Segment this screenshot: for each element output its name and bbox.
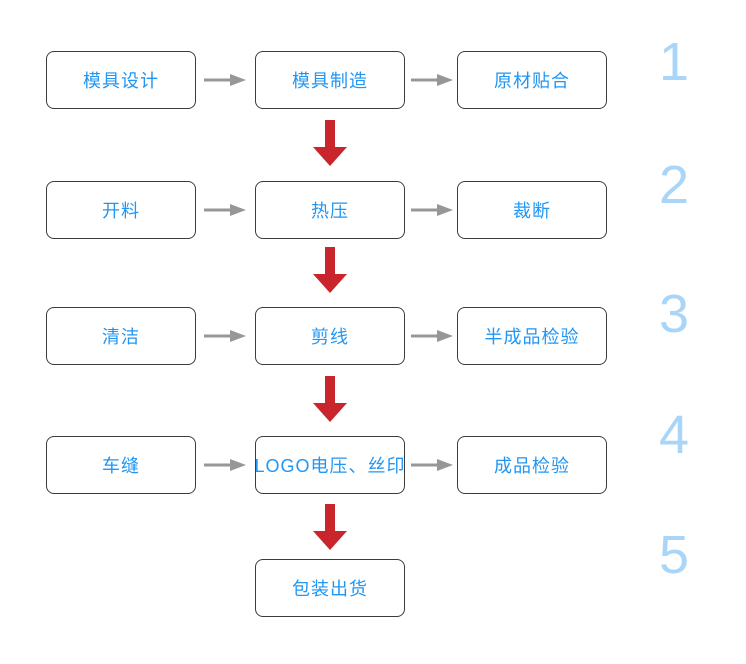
- arrow-right-icon: [411, 204, 453, 216]
- step-box-logo-embossing-silkscreen: LOGO电压、丝印: [255, 436, 405, 494]
- step-box-sewing: 车缝: [46, 436, 196, 494]
- step-box-hot-pressing: 热压: [255, 181, 405, 239]
- step-box-thread-trimming: 剪线: [255, 307, 405, 365]
- arrow-down-icon: [313, 504, 347, 550]
- step-box-cutting-material: 开料: [46, 181, 196, 239]
- arrow-right-icon: [411, 330, 453, 342]
- step-box-packing-shipping: 包装出货: [255, 559, 405, 617]
- step-number-4: 4: [658, 405, 690, 465]
- step-number-5: 5: [658, 525, 690, 585]
- step-box-cutting: 裁断: [457, 181, 607, 239]
- step-box-mold-design: 模具设计: [46, 51, 196, 109]
- step-number-3: 3: [658, 284, 690, 344]
- step-box-semi-finished-inspection: 半成品检验: [457, 307, 607, 365]
- arrow-right-icon: [204, 74, 246, 86]
- arrow-right-icon: [204, 459, 246, 471]
- arrow-down-icon: [313, 247, 347, 293]
- step-number-2: 2: [658, 155, 690, 215]
- step-box-finished-inspection: 成品检验: [457, 436, 607, 494]
- step-box-material-laminating: 原材贴合: [457, 51, 607, 109]
- arrow-down-icon: [313, 120, 347, 166]
- arrow-right-icon: [411, 74, 453, 86]
- step-number-1: 1: [658, 32, 690, 92]
- arrow-right-icon: [204, 330, 246, 342]
- step-box-mold-manufacture: 模具制造: [255, 51, 405, 109]
- arrow-right-icon: [204, 204, 246, 216]
- step-box-cleaning: 清洁: [46, 307, 196, 365]
- arrow-right-icon: [411, 459, 453, 471]
- arrow-down-icon: [313, 376, 347, 422]
